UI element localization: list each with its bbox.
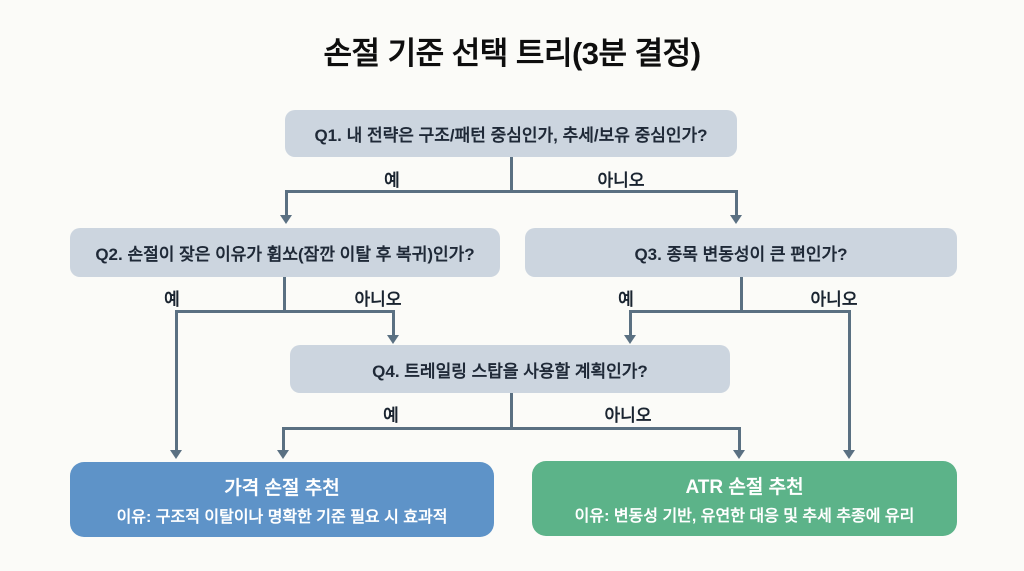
connector-q3-bar [629,310,851,313]
connector-q4-no-stub [738,429,741,451]
edge-label-q1-yes: 예 [384,171,400,190]
connector-q1-yes-stub [285,192,288,216]
result-box-atr-stop: ATR 손절 추천 이유: 변동성 기반, 유연한 대응 및 추세 추종에 유리 [532,461,957,536]
page-title: 손절 기준 선택 트리(3분 결정) [323,36,701,71]
arrowhead-q1-to-q2 [280,215,292,224]
arrowhead-q2-to-price [170,450,182,459]
edge-label-q4-yes: 예 [383,406,399,425]
connector-q3-yes-stub [629,312,632,336]
question-box-q3: Q3. 종목 변동성이 큰 편인가? [525,228,957,277]
edge-label-q4-no: 아니오 [604,406,652,425]
arrowhead-q4-to-price [277,450,289,459]
connector-q3-no-long [848,310,851,451]
arrowhead-q2-to-q4 [387,335,399,344]
arrowhead-q3-to-atr [843,450,855,459]
edge-label-q1-no: 아니오 [597,171,645,190]
connector-q1-bar [285,190,738,193]
connector-q2-no-stub [392,312,395,336]
connector-q2-bar [175,310,395,313]
connector-q4-yes-stub [282,429,285,451]
connector-q1-no-stub [735,192,738,216]
question-box-q4: Q4. 트레일링 스탑을 사용할 계획인가? [290,345,730,393]
connector-q2-stem [283,277,286,313]
connector-q4-bar [282,427,741,430]
edge-label-q2-yes: 예 [164,290,180,309]
result-atr-reason: 이유: 변동성 기반, 유연한 대응 및 추세 추종에 유리 [574,507,915,525]
edge-label-q3-yes: 예 [618,290,634,309]
result-price-reason: 이유: 구조적 이탈이나 명확한 기준 필요 시 효과적 [116,508,448,526]
result-atr-title: ATR 손절 추천 [685,476,804,498]
connector-q2-yes-long [175,310,178,451]
question-box-q1: Q1. 내 전략은 구조/패턴 중심인가, 추세/보유 중심인가? [285,110,737,157]
connector-q3-stem [740,277,743,313]
question-box-q2: Q2. 손절이 잦은 이유가 휩쏘(잠깐 이탈 후 복귀)인가? [70,228,500,277]
edge-label-q3-no: 아니오 [810,290,858,309]
arrowhead-q4-to-atr [733,450,745,459]
result-price-title: 가격 손절 추천 [224,477,340,499]
connector-q1-stem [510,157,513,193]
arrowhead-q1-to-q3 [730,215,742,224]
result-box-price-stop: 가격 손절 추천 이유: 구조적 이탈이나 명확한 기준 필요 시 효과적 [70,462,494,537]
connector-q4-stem [510,393,513,430]
arrowhead-q3-to-q4 [624,335,636,344]
edge-label-q2-no: 아니오 [354,290,402,309]
